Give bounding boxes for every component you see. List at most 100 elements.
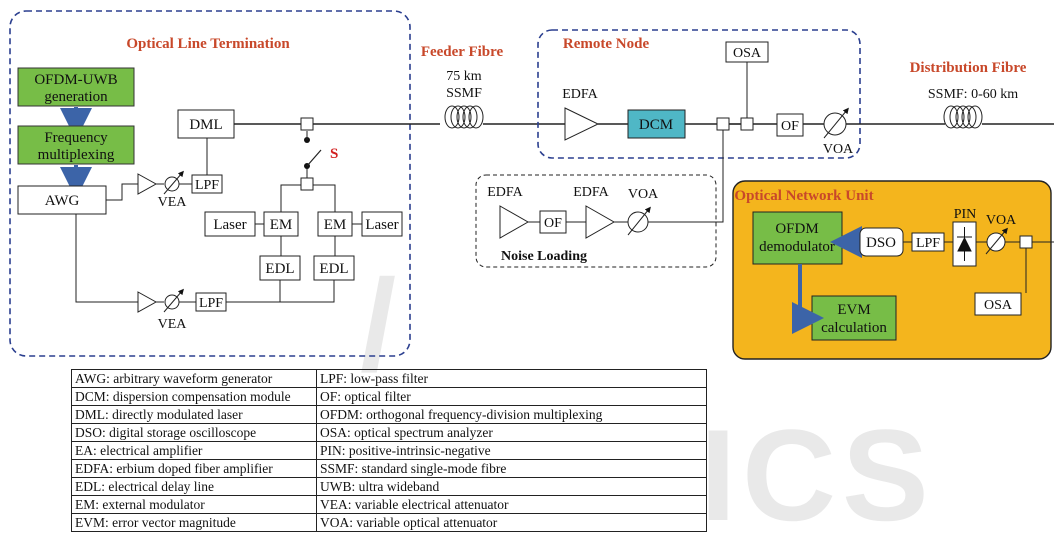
- lpf-onu-label: LPF: [916, 236, 940, 251]
- feeder-fibre-spool-icon: [444, 105, 484, 129]
- lpf-upper-label: LPF: [195, 178, 219, 193]
- ofdm-generation-label-2: generation: [44, 89, 108, 105]
- abbreviation-cell: EA: electrical amplifier: [71, 441, 317, 460]
- freq-mux-label-1: Frequency: [44, 130, 108, 146]
- wire-edl-join: [280, 280, 335, 303]
- dcm-block: [627, 109, 686, 139]
- dcm-label: DCM: [639, 117, 673, 133]
- awg-label: AWG: [45, 193, 80, 209]
- ofdm-demodulator-block: [752, 211, 843, 265]
- abbreviation-cell: EVM: error vector magnitude: [71, 513, 317, 532]
- abbreviation-cell: OF: optical filter: [316, 387, 707, 406]
- feeder-type: SSMF: [446, 86, 482, 101]
- laser-left-label: Laser: [213, 217, 246, 233]
- ofdm-generation-label-1: OFDM-UWB: [34, 72, 117, 88]
- wire-awg-lower: [75, 214, 138, 303]
- voa-onu-arrow: [985, 227, 1008, 255]
- abbreviation-cell: DSO: digital storage oscilloscope: [71, 423, 317, 442]
- coupler-osa-rn: [740, 117, 754, 131]
- distribution-fibre-spool-icon: [943, 105, 983, 129]
- of-rn-block: [776, 113, 804, 137]
- coupler-noise: [716, 117, 730, 131]
- dso-label: DSO: [866, 235, 896, 251]
- distribution-fibre-label: SSMF: 0-60 km: [928, 87, 1018, 102]
- pin-label: PIN: [954, 207, 977, 222]
- vea-upper-label: VEA: [158, 195, 188, 210]
- switch-lever: [306, 149, 322, 167]
- distribution-title: Distribution Fibre: [910, 60, 1027, 76]
- edfa-rn-label: EDFA: [562, 87, 598, 102]
- switch-label: S: [330, 146, 338, 162]
- frequency-multiplexing-block: [17, 125, 135, 165]
- freq-mux-label-2: multiplexing: [38, 147, 115, 163]
- ofdm-generation-block: [17, 67, 135, 107]
- vea-upper-arrow: [163, 170, 184, 195]
- abbreviation-cell: EDFA: erbium doped fiber amplifier: [71, 459, 317, 478]
- noise-loading-title: Noise Loading: [501, 249, 587, 264]
- wire-lpf-edl: [226, 280, 281, 303]
- awg-block: [17, 185, 107, 215]
- osa-onu-label: OSA: [984, 298, 1013, 313]
- demod-label-2: demodulator: [759, 239, 835, 255]
- of-noise-label: OF: [544, 216, 562, 231]
- osa-rn-label: OSA: [733, 46, 762, 61]
- abbreviation-cell: OSA: optical spectrum analyzer: [316, 423, 707, 442]
- onu-title: Optical Network Unit: [734, 188, 873, 204]
- arrow-demod-to-evm: [791, 264, 824, 334]
- abbreviation-cell: OFDM: orthogonal frequency-division mult…: [316, 405, 707, 424]
- voa-noise-arrow: [627, 206, 651, 236]
- edl-left-block: [259, 255, 301, 281]
- abbreviation-cell: LPF: low-pass filter: [316, 369, 707, 388]
- amplifier-upper-icon: [137, 173, 158, 195]
- vea-lower-arrow: [163, 288, 184, 313]
- photodiode-icon: [957, 227, 972, 261]
- remote-node-border: [537, 29, 861, 159]
- laser-left-block: [204, 211, 256, 237]
- edl-right-label: EDL: [319, 261, 348, 277]
- voa-rn-label: VOA: [823, 142, 854, 157]
- olt-border: [9, 10, 411, 357]
- evm-label-2: calculation: [821, 320, 887, 336]
- laser-right-block: [361, 211, 403, 237]
- abbreviation-cell: EDL: electrical delay line: [71, 477, 317, 496]
- dml-block: [177, 109, 235, 139]
- olt-title: Optical Line Termination: [126, 36, 290, 52]
- feeder-length: 75 km: [446, 69, 482, 84]
- em-right-label: EM: [324, 217, 347, 233]
- abbreviation-cell: DML: directly modulated laser: [71, 405, 317, 424]
- abbreviation-cell: SSMF: standard single-mode fibre: [316, 459, 707, 478]
- of-rn-label: OF: [781, 119, 799, 134]
- edl-left-label: EDL: [265, 261, 294, 277]
- voa-onu-label: VOA: [986, 213, 1017, 228]
- feeder-title: Feeder Fibre: [421, 44, 504, 60]
- edfa-noise-1-label: EDFA: [487, 185, 523, 200]
- amplifier-lower-icon: [137, 291, 158, 313]
- edfa-rn-icon: [564, 107, 600, 141]
- abbreviation-cell: AWG: arbitrary waveform generator: [71, 369, 317, 388]
- remote-node-title: Remote Node: [563, 36, 650, 52]
- edfa-noise-1-icon: [499, 205, 530, 239]
- edfa-noise-2-label: EDFA: [573, 185, 609, 200]
- dml-label: DML: [189, 117, 222, 133]
- abbreviation-cell: EM: external modulator: [71, 495, 317, 514]
- watermark-right: ICS: [700, 402, 935, 548]
- coupler-lower: [300, 177, 314, 191]
- wire-noise-to-rn: [648, 130, 724, 223]
- em-left-label: EM: [270, 217, 293, 233]
- osa-rn-block: [725, 41, 769, 63]
- abbreviation-cell: DCM: dispersion compensation module: [71, 387, 317, 406]
- abbreviation-cell: VEA: variable electrical attenuator: [316, 495, 707, 514]
- evm-label-1: EVM: [837, 302, 870, 318]
- osa-onu-block: [974, 292, 1022, 316]
- coupler-onu: [1019, 235, 1033, 249]
